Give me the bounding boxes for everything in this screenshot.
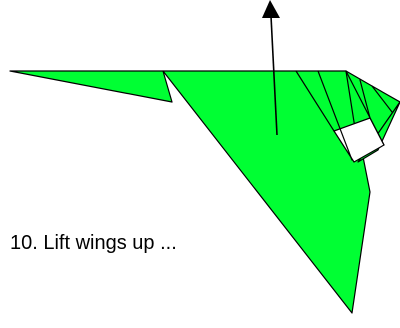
arrow-head-icon xyxy=(262,0,280,18)
lift-arrow xyxy=(262,0,280,136)
fold-line-3 xyxy=(345,70,385,146)
fold-line-1 xyxy=(295,70,335,132)
step-caption: 10. Lift wings up ... xyxy=(10,232,177,254)
fold-line-2 xyxy=(317,70,353,161)
fold-line-4 xyxy=(359,79,371,119)
fold-line-5 xyxy=(371,85,393,113)
main-wing xyxy=(162,70,371,314)
left-wing-flap xyxy=(9,70,173,103)
arrow-shaft xyxy=(270,15,278,136)
